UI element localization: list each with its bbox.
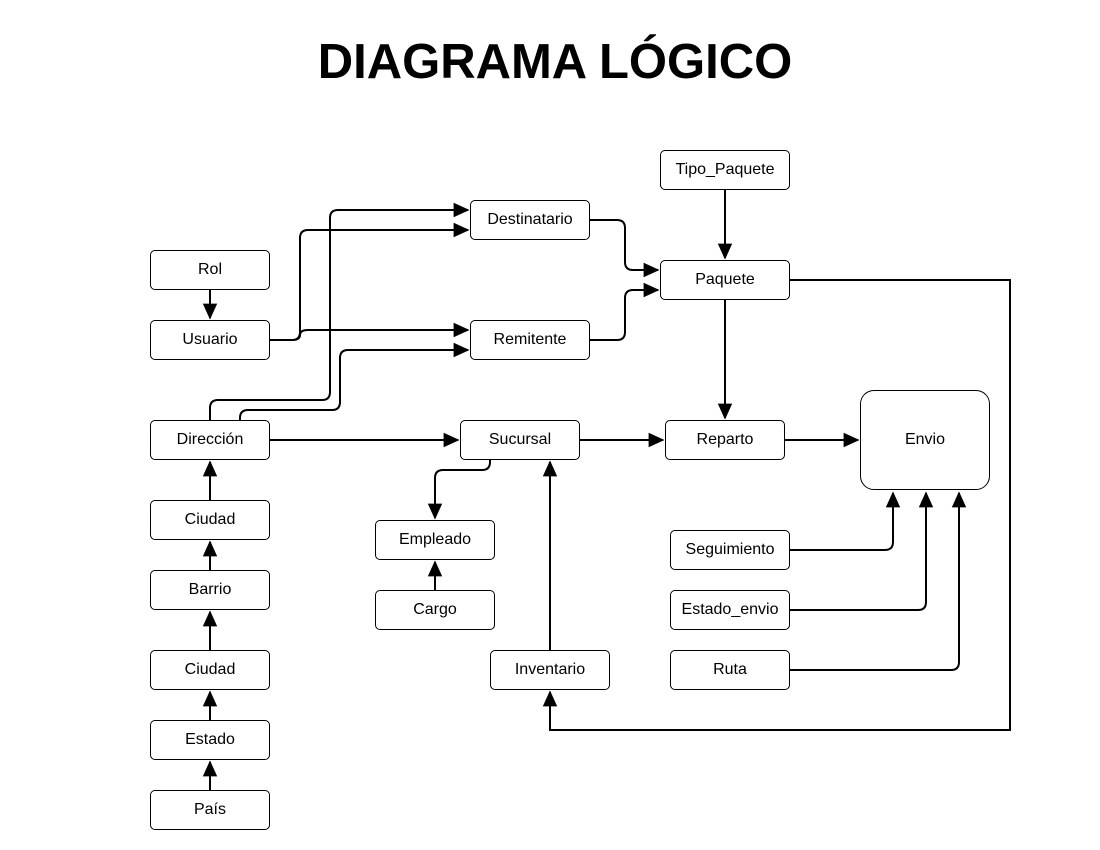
- node-destinatario[interactable]: Destinatario: [470, 200, 590, 240]
- edge-ruta-envio: [790, 491, 967, 671]
- node-seguimiento[interactable]: Seguimiento: [670, 530, 790, 570]
- edge-usuario-remitente: [270, 322, 470, 341]
- node-ruta[interactable]: Ruta: [670, 650, 790, 690]
- node-ciudad-2[interactable]: Ciudad: [150, 650, 270, 690]
- node-pais[interactable]: País: [150, 790, 270, 830]
- node-ciudad[interactable]: Ciudad: [150, 500, 270, 540]
- edge-remitente-paquete: [590, 282, 660, 341]
- node-tipo-paquete[interactable]: Tipo_Paquete: [660, 150, 790, 190]
- node-empleado[interactable]: Empleado: [375, 520, 495, 560]
- edge-direccion-destinatario: [209, 202, 470, 420]
- node-rol[interactable]: Rol: [150, 250, 270, 290]
- edge-paquete-envio: [542, 279, 1011, 731]
- edge-usuario-destinatario: [270, 222, 470, 341]
- node-direccion[interactable]: Dirección: [150, 420, 270, 460]
- node-barrio[interactable]: Barrio: [150, 570, 270, 610]
- node-estado[interactable]: Estado: [150, 720, 270, 760]
- edge-estado-envio-envio: [790, 491, 934, 611]
- node-paquete[interactable]: Paquete: [660, 260, 790, 300]
- node-sucursal[interactable]: Sucursal: [460, 420, 580, 460]
- node-estado-envio[interactable]: Estado_envio: [670, 590, 790, 630]
- diagram-title: DIAGRAMA LÓGICO: [317, 35, 793, 89]
- node-usuario[interactable]: Usuario: [150, 320, 270, 360]
- edge-destinatario-paquete: [590, 219, 660, 278]
- edge-seguimiento-envio: [790, 491, 901, 551]
- node-envio[interactable]: Envio: [860, 390, 990, 490]
- node-remitente[interactable]: Remitente: [470, 320, 590, 360]
- node-cargo[interactable]: Cargo: [375, 590, 495, 630]
- edge-sucursal-empleado: [427, 460, 491, 520]
- node-reparto[interactable]: Reparto: [665, 420, 785, 460]
- edge-direccion-remitente: [239, 342, 470, 420]
- node-inventario[interactable]: Inventario: [490, 650, 610, 690]
